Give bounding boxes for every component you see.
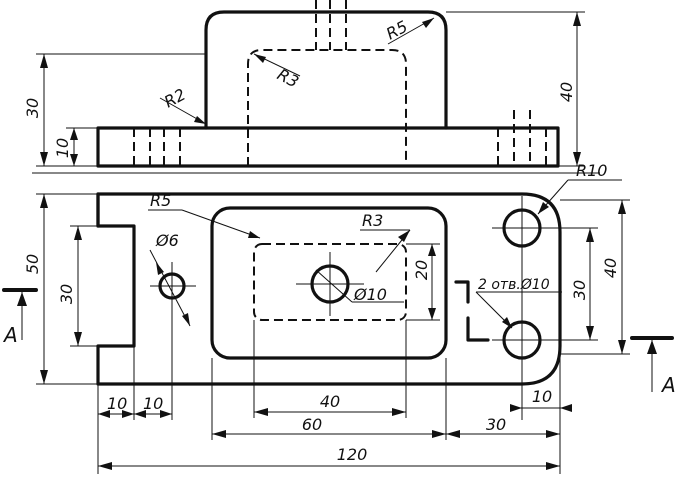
dim-height-40: 40 xyxy=(557,82,576,102)
plan-dimensions: R10 R5 R3 Ø6 Ø10 2 отв.Ø10 50 xyxy=(23,161,630,474)
dim-height-30: 30 xyxy=(23,98,42,118)
hidden-pocket xyxy=(247,49,407,166)
section-bracket-lower xyxy=(466,316,490,342)
dim-w10-right: 10 xyxy=(532,387,552,406)
hidden-hole-lines xyxy=(133,0,547,166)
dim-r3-plan: R3 xyxy=(362,211,383,230)
dim-r3-top: R3 xyxy=(274,65,302,92)
dim-r5-top: R5 xyxy=(383,17,411,44)
dim-h30-left: 30 xyxy=(57,284,76,304)
dim-holes-note: 2 отв.Ø10 xyxy=(478,277,550,293)
dim-w60: 60 xyxy=(302,415,322,434)
dim-w120: 120 xyxy=(337,445,368,464)
dim-r5-plan: R5 xyxy=(150,191,171,210)
dim-h20: 20 xyxy=(412,260,431,280)
section-bracket-upper xyxy=(454,280,470,304)
dim-height-10: 10 xyxy=(53,138,72,158)
dim-h50: 50 xyxy=(23,254,42,274)
dim-r2: R2 xyxy=(161,85,189,112)
section-markers: A A xyxy=(2,288,676,397)
boss-plan-outline xyxy=(210,206,448,360)
dim-h40-right: 40 xyxy=(601,258,620,278)
dim-w40: 40 xyxy=(320,392,340,411)
dim-h30-right: 30 xyxy=(570,280,589,300)
section-label-right: A xyxy=(660,373,676,397)
boss-outline xyxy=(204,10,448,130)
dim-w10-a: 10 xyxy=(107,394,127,413)
dim-d6: Ø6 xyxy=(155,231,179,250)
hidden-pocket-plan xyxy=(253,243,407,321)
dim-w10-b: 10 xyxy=(143,394,163,413)
front-view: 40 30 10 R5 R3 R2 xyxy=(23,0,585,168)
dim-w30: 30 xyxy=(486,415,506,434)
section-label-left: A xyxy=(2,323,18,347)
dim-d10-center: Ø10 xyxy=(353,285,387,304)
base-plate-outline xyxy=(96,126,560,168)
dim-r10: R10 xyxy=(576,161,607,180)
